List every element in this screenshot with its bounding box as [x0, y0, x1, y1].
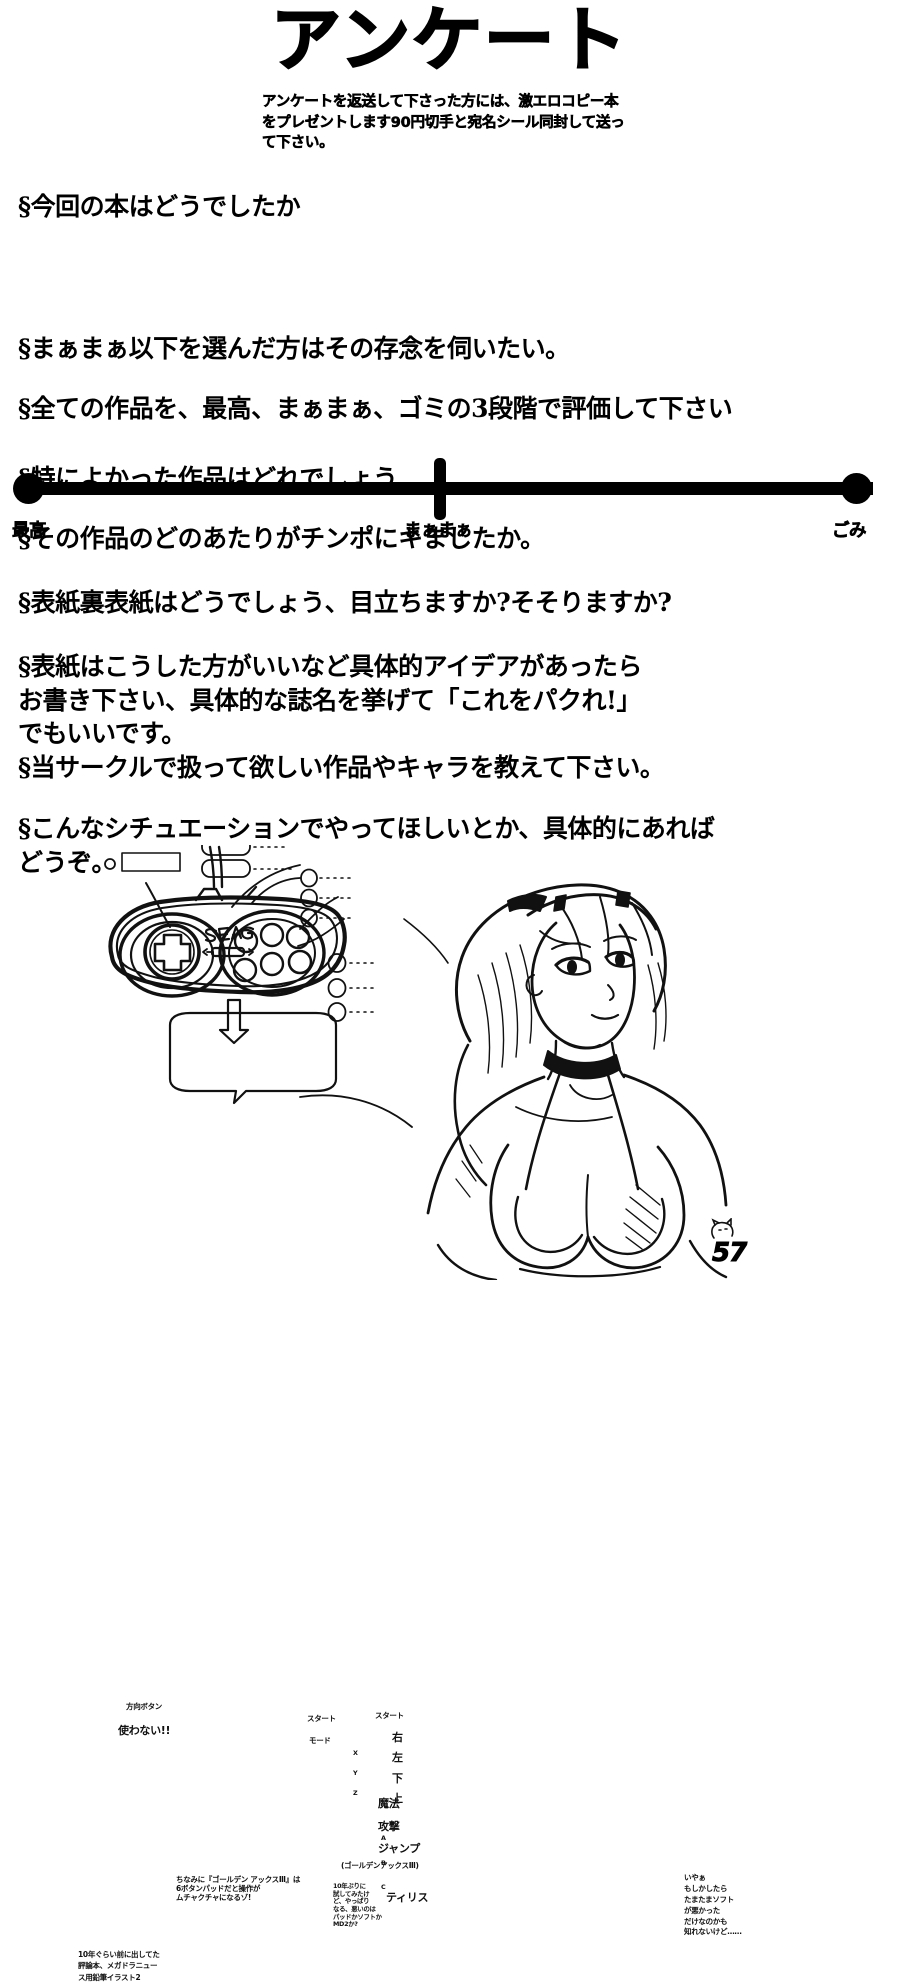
- question-6-label: §表紙裏表紙はどうでしょう、目立ちますか?そそりますか?: [18, 588, 672, 617]
- side-note-small: 10年ぶりに 試してみたけ ど、やっぱり なる、悪いのは パッドかソフトか MD…: [333, 1882, 382, 1929]
- action-down: 下: [392, 1772, 403, 1785]
- question-7-label: §表紙はこうした方がいいなど具体的アイデアがあったら お書き下さい、具体的な誌名…: [18, 652, 642, 748]
- scale-label-worst: ごみ: [832, 521, 867, 542]
- question-3-label: §全ての作品を、最高、まぁまぁ、ゴミの3段階で評価して下さい: [18, 394, 733, 423]
- label-mode-box: モード: [309, 1736, 331, 1745]
- scale-endpoint-best[interactable]: [13, 473, 44, 504]
- illustration-area: 方向ボタン 使わない!! スタート モード X Y Z A B C スタート 右…: [0, 845, 899, 1982]
- label-direction-button-box: 方向ボタン: [126, 1702, 162, 1711]
- label-direction-button-note: 使わない!!: [118, 1724, 171, 1737]
- scale-label-middle: まぁまぁ: [404, 521, 473, 542]
- cat-doodle-icon: [711, 1218, 734, 1239]
- bottom-left-note: 10年ぐらい前に出してた 評論本、メガドラニュー ス用鉛筆イラスト2: [78, 1950, 160, 1982]
- action-right: 右: [392, 1731, 403, 1744]
- page-title: アンケート: [270, 0, 629, 81]
- question-5-label: §その作品のどのあたりがチンポにキましたか。: [18, 524, 545, 553]
- game-title-note: (ゴールデンアックスⅢ): [341, 1861, 419, 1870]
- scale-line: [28, 482, 873, 495]
- label-start-box: スタート: [307, 1714, 336, 1723]
- sega-controller-drawing: [108, 845, 347, 1045]
- action-jump: ジャンプ: [378, 1842, 420, 1855]
- action-attack: 攻撃: [378, 1820, 400, 1833]
- handdrawn-illustration: [104, 845, 728, 1280]
- action-magic: 魔法: [378, 1797, 400, 1810]
- question-8-label: §当サークルで扱って欲しい作品やキャラを教えて下さい。: [18, 753, 665, 782]
- question-1-label: §今回の本はどうでしたか: [18, 192, 301, 221]
- right-side-note: いやぁ もしかしたら たまたまソフト が悪かった だけなのかも 知れないけど……: [684, 1873, 742, 1937]
- scale-endpoint-worst[interactable]: [841, 473, 872, 504]
- button-key-x: X: [353, 1749, 358, 1757]
- question-9-label: §こんなシチュエーションでやってほしいとか、具体的にあれば どうぞ。: [18, 814, 715, 877]
- question-2-label: §まぁまぁ以下を選んだ方はその存念を伺いたい。: [18, 334, 570, 363]
- character-sketch: [426, 883, 728, 1280]
- question-4-label: §特によかった作品はどれでしょう: [18, 464, 398, 493]
- button-key-y: Y: [353, 1769, 358, 1777]
- action-start: スタート: [375, 1711, 404, 1720]
- page-number: 57: [711, 1238, 747, 1269]
- rating-scale[interactable]: 最高 まぁまぁ ごみ: [0, 230, 899, 541]
- scale-label-best: 最高: [12, 521, 47, 542]
- action-left: 左: [392, 1751, 403, 1764]
- scale-tick-middle[interactable]: [434, 458, 446, 520]
- speech-bubble-text: ちなみに『ゴールデン アックスⅢ』は 6ボタンパッドだと操作が ムチャクチャにな…: [176, 1875, 301, 1903]
- character-name-label: ティリス: [386, 1891, 429, 1904]
- button-key-z: Z: [353, 1789, 358, 1797]
- page-subtitle: アンケートを返送して下さった方には、激エロコピー本をプレゼントします90円切手と…: [262, 94, 625, 152]
